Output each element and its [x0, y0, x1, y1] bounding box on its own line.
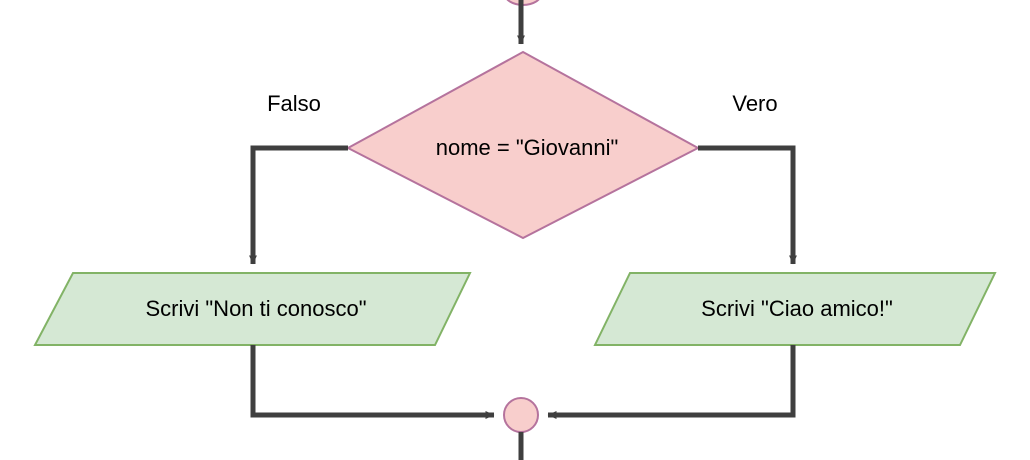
output-false-shape	[33, 272, 472, 346]
output-false-label: Scrivi "Non ti conosco"	[145, 296, 366, 321]
output-false-node[interactable]: Scrivi "Non ti conosco"	[33, 272, 472, 346]
edge-false-to-merge	[250, 345, 495, 419]
edge-decision-false	[249, 145, 348, 265]
edge-label-vero: Vero	[732, 91, 777, 116]
decision-shape	[345, 50, 701, 240]
edge-label-falso: Falso	[267, 91, 321, 116]
edge-false-line	[249, 145, 348, 265]
output-true-shape	[593, 272, 997, 346]
edge-true-line	[698, 145, 797, 265]
edge-false-merge-line	[250, 345, 495, 419]
edge-true-to-merge	[547, 345, 796, 419]
merge-connector-node[interactable]	[503, 397, 539, 433]
decision-label: nome = "Giovanni"	[436, 135, 619, 160]
merge-connector-shape	[503, 397, 539, 433]
output-true-label: Scrivi "Ciao amico!"	[701, 296, 893, 321]
edge-decision-true	[698, 145, 797, 265]
output-true-node[interactable]: Scrivi "Ciao amico!"	[593, 272, 997, 346]
edge-true-merge-line	[547, 345, 796, 419]
decision-node[interactable]: nome = "Giovanni"	[345, 50, 701, 240]
